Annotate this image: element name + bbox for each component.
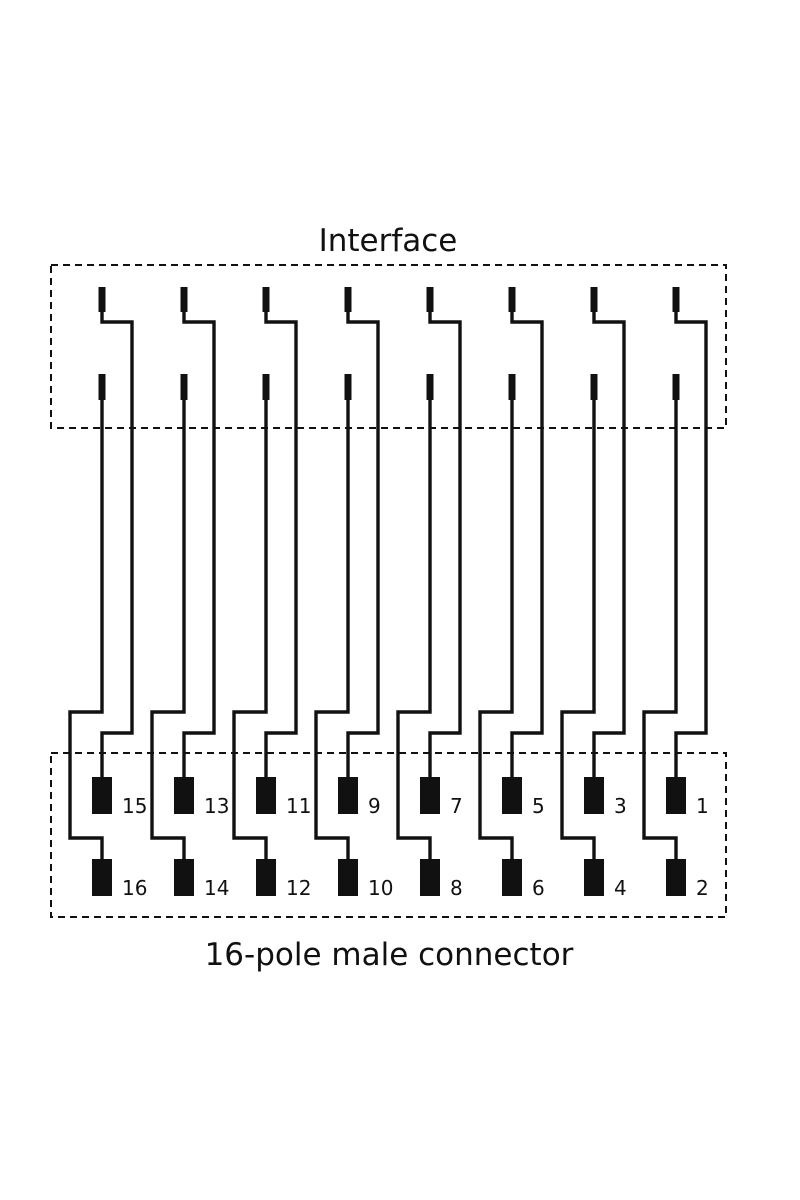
odd-pin-label: 1 xyxy=(696,794,709,818)
even-pin-label: 2 xyxy=(696,876,709,900)
even-pin-label: 6 xyxy=(532,876,545,900)
lower-interface-contact xyxy=(508,374,516,400)
connector-pins-group xyxy=(92,777,686,896)
odd-connector-pin xyxy=(256,777,276,814)
even-connector-pin xyxy=(420,859,440,896)
upper-contact-wire xyxy=(264,312,298,778)
upper-contact-wire xyxy=(346,312,380,778)
odd-connector-pin xyxy=(502,777,522,814)
upper-contact-wire xyxy=(428,312,462,778)
interface-label: Interface xyxy=(319,223,458,259)
upper-contact-wire xyxy=(182,312,216,778)
lower-interface-contact xyxy=(590,374,598,400)
even-connector-pin xyxy=(666,859,686,896)
lower-interface-contact xyxy=(262,374,270,400)
lower-contact-wire xyxy=(232,400,268,860)
lower-contact-wire xyxy=(478,400,514,860)
odd-pin-label: 9 xyxy=(368,794,381,818)
odd-connector-pin xyxy=(174,777,194,814)
even-pin-label: 16 xyxy=(122,876,147,900)
lower-contact-wire xyxy=(396,400,432,860)
upper-contact-wire xyxy=(100,312,134,778)
odd-pin-label: 13 xyxy=(204,794,229,818)
odd-pin-label: 5 xyxy=(532,794,545,818)
even-connector-pin xyxy=(584,859,604,896)
odd-connector-pin xyxy=(92,777,112,814)
even-pin-label: 14 xyxy=(204,876,229,900)
odd-connector-pin xyxy=(420,777,440,814)
upper-contact-wire xyxy=(510,312,544,778)
even-connector-pin xyxy=(338,859,358,896)
even-pin-label: 12 xyxy=(286,876,311,900)
odd-connector-pin xyxy=(584,777,604,814)
lower-interface-contact xyxy=(344,374,352,400)
even-pin-label: 10 xyxy=(368,876,393,900)
wires-group xyxy=(68,312,708,860)
even-pin-label: 4 xyxy=(614,876,627,900)
odd-pin-label: 15 xyxy=(122,794,147,818)
even-connector-pin xyxy=(256,859,276,896)
upper-interface-contact xyxy=(344,287,352,312)
interface-contacts-group xyxy=(98,287,680,400)
lower-contact-wire xyxy=(642,400,678,860)
lower-interface-contact xyxy=(672,374,680,400)
upper-interface-contact xyxy=(98,287,106,312)
upper-interface-contact xyxy=(180,287,188,312)
odd-pin-label: 3 xyxy=(614,794,627,818)
lower-interface-contact xyxy=(180,374,188,400)
connector-label: 16-pole male connector xyxy=(205,937,574,973)
even-connector-pin xyxy=(92,859,112,896)
lower-contact-wire xyxy=(68,400,104,860)
upper-contact-wire xyxy=(592,312,626,778)
lower-contact-wire xyxy=(150,400,186,860)
odd-pin-label: 11 xyxy=(286,794,311,818)
lower-contact-wire xyxy=(560,400,596,860)
odd-pin-label: 7 xyxy=(450,794,463,818)
upper-interface-contact xyxy=(426,287,434,312)
upper-interface-contact xyxy=(508,287,516,312)
odd-connector-pin xyxy=(338,777,358,814)
connector-box xyxy=(50,752,727,918)
lower-interface-contact xyxy=(426,374,434,400)
lower-interface-contact xyxy=(98,374,106,400)
upper-interface-contact xyxy=(590,287,598,312)
even-pin-label: 8 xyxy=(450,876,463,900)
even-connector-pin xyxy=(502,859,522,896)
odd-connector-pin xyxy=(666,777,686,814)
upper-contact-wire xyxy=(674,312,708,778)
upper-interface-contact xyxy=(672,287,680,312)
lower-contact-wire xyxy=(314,400,350,860)
even-connector-pin xyxy=(174,859,194,896)
interface-box xyxy=(50,264,727,429)
upper-interface-contact xyxy=(262,287,270,312)
